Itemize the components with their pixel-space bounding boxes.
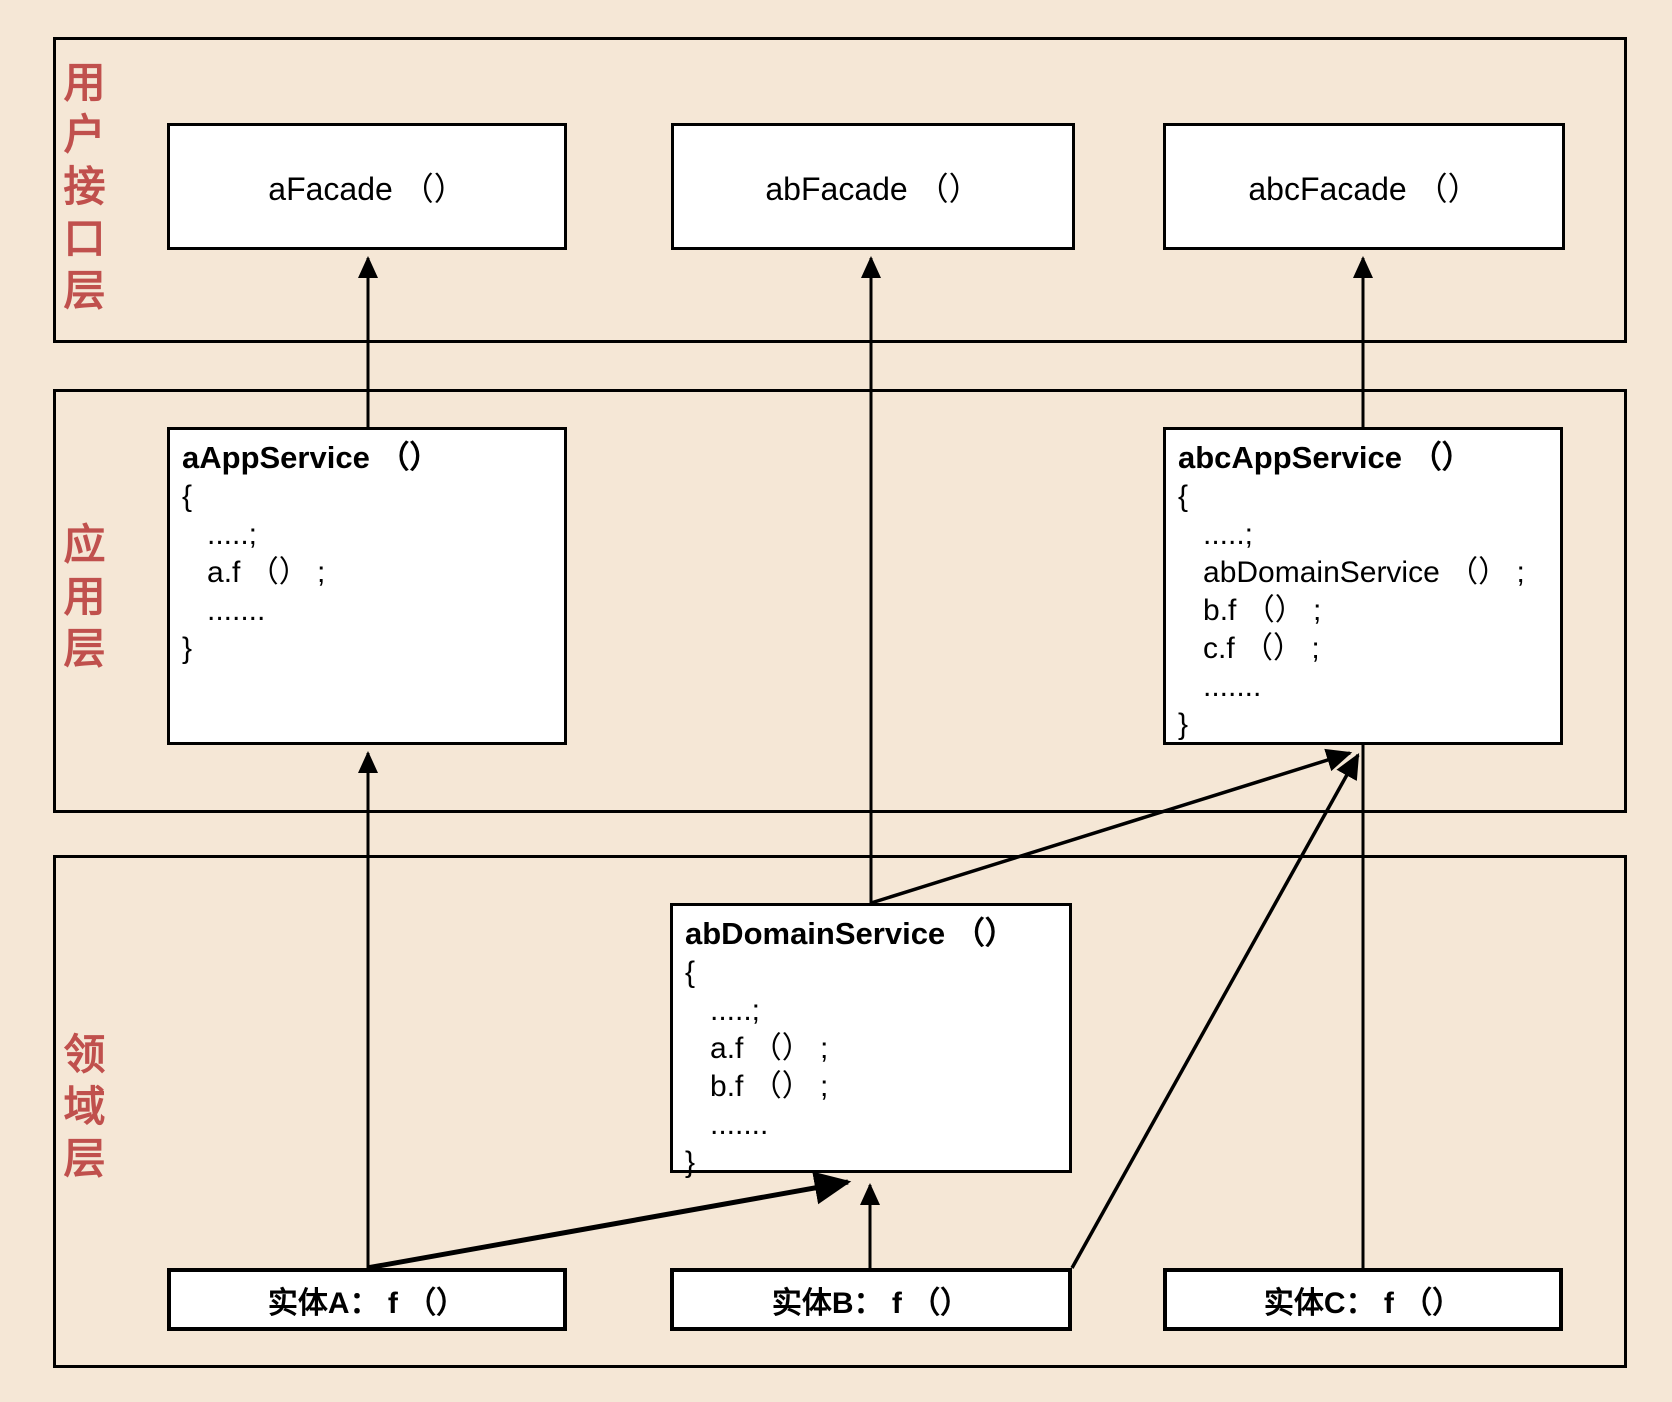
code-line: { xyxy=(685,956,696,989)
code-line: ....... xyxy=(1178,670,1262,703)
code-line: abDomainService （） ; xyxy=(1178,556,1525,589)
code-line: c.f （） ; xyxy=(1178,632,1320,665)
layer-label-domain: 领域层 xyxy=(58,1032,105,1188)
entity-box-b-label: 实体B： f （） xyxy=(771,1286,971,1320)
entity-box-a: 实体A： f （） xyxy=(167,1268,567,1331)
facade-box-a-label: aFacade （） xyxy=(268,170,466,207)
layer-application xyxy=(53,389,1627,813)
entity-box-b: 实体B： f （） xyxy=(670,1268,1072,1331)
layer-domain xyxy=(53,855,1627,1368)
code-line: a.f （） ; xyxy=(685,1032,829,1065)
code-line: b.f （） ; xyxy=(1178,594,1322,627)
code-line: a.f （） ; xyxy=(182,556,326,589)
code-line: .....; xyxy=(685,994,761,1027)
arrow-entitya-to-abdomainservice xyxy=(366,1171,852,1271)
facade-box-ab: abFacade （） xyxy=(671,123,1075,250)
code-line: .....; xyxy=(1178,518,1254,551)
code-line: ....... xyxy=(685,1108,769,1141)
code-line: ....... xyxy=(182,594,266,627)
facade-box-abc-label: abcFacade （） xyxy=(1248,170,1480,207)
app-service-box-a-title: aAppService （） xyxy=(182,440,441,475)
arrow-entityb-to-abcappservice xyxy=(1070,752,1360,1269)
facade-box-ab-label: abFacade （） xyxy=(765,170,981,207)
code-line: } xyxy=(182,632,193,665)
code-line: } xyxy=(1178,708,1189,741)
arrow-abdomainservice-to-abcappservice xyxy=(870,748,1353,905)
facade-box-abc: abcFacade （） xyxy=(1163,123,1565,250)
entity-box-c: 实体C： f （） xyxy=(1163,1268,1563,1331)
code-line: { xyxy=(182,480,193,513)
layer-user-interface xyxy=(53,37,1627,343)
layer-label-application: 应用层 xyxy=(58,522,105,678)
facade-box-a: aFacade （） xyxy=(167,123,567,250)
code-line: .....; xyxy=(182,518,258,551)
domain-service-box-ab: abDomainService （） { .....; a.f （） ; b.f… xyxy=(670,903,1072,1179)
code-line: { xyxy=(1178,480,1189,513)
code-line: } xyxy=(685,1146,696,1179)
entity-box-c-label: 实体C： f （） xyxy=(1263,1286,1463,1320)
code-line: b.f （） ; xyxy=(685,1070,829,1103)
app-service-box-abc: abcAppService （） { .....; abDomainServic… xyxy=(1163,427,1563,745)
app-service-box-abc-title: abcAppService （） xyxy=(1178,440,1473,475)
app-service-box-a: aAppService （） { .....; a.f （） ; .......… xyxy=(167,427,567,745)
domain-service-box-ab-title: abDomainService （） xyxy=(685,916,1016,951)
layer-label-user-interface: 用户接口层 xyxy=(58,60,105,320)
entity-box-a-label: 实体A： f （） xyxy=(267,1286,467,1320)
